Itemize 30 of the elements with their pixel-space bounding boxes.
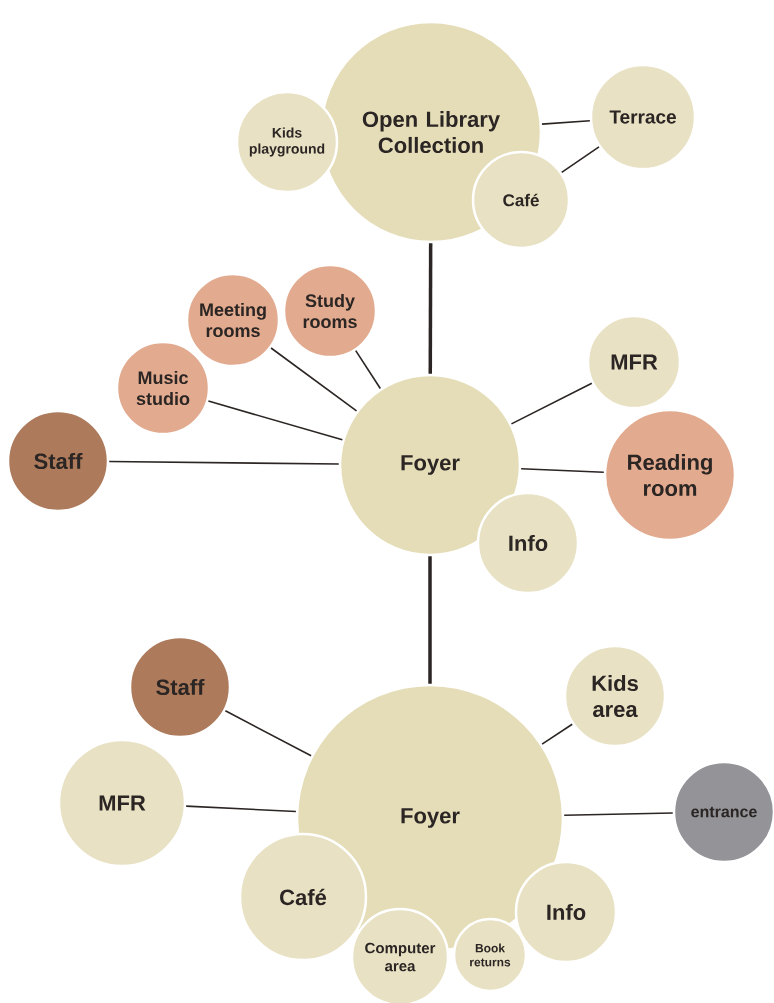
connector-line [560,146,600,174]
connector-line [224,710,312,757]
connector-line [270,347,358,412]
circle-node: Staff [128,635,232,739]
circle-node: Kids playground [235,90,339,194]
circle-node: entrance [672,760,774,864]
circle-node: Music studio [115,340,211,436]
connector-line [541,723,573,745]
connector-line [354,349,382,390]
connector-line [520,468,605,474]
circle-node: MFR [57,738,187,868]
circle-node: Info [514,860,618,964]
circle-node: Info [476,491,580,595]
circle-node: Meeting rooms [185,272,281,368]
circle-node: Computer area [350,907,450,1003]
circle-node: Kids area [563,644,667,748]
connector-line [541,119,591,125]
circle-node: Staff [6,409,110,513]
circle-node: Reading room [603,408,737,542]
connector-line [185,805,297,813]
connector-line [510,382,593,425]
connector-line [428,556,432,684]
circle-node: Study rooms [282,263,378,359]
circle-node: MFR [586,314,682,410]
circle-node: Book returns [452,917,528,993]
connector-line [563,812,674,817]
connector-line [428,243,433,374]
circle-node: Terrace [589,63,697,171]
connector-line [207,400,344,441]
connector-line [108,460,340,465]
